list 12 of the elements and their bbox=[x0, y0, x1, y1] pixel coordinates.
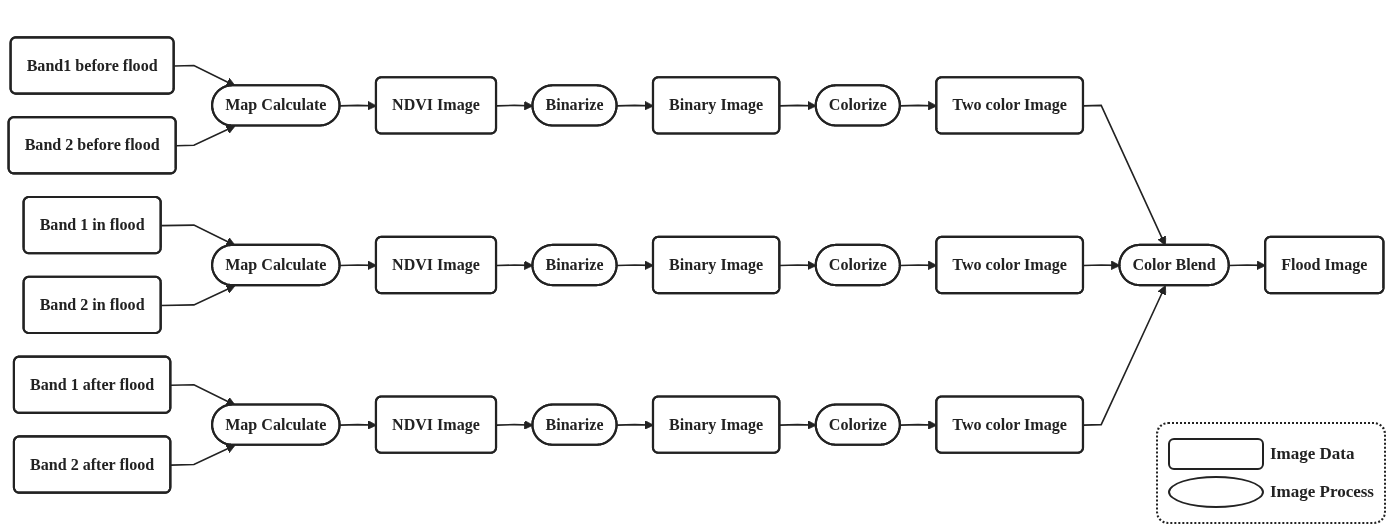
arrow bbox=[160, 224, 236, 246]
arrow bbox=[616, 260, 654, 270]
arrow bbox=[170, 444, 236, 466]
arrow bbox=[1082, 285, 1167, 426]
arrow bbox=[173, 64, 236, 87]
legend-label: Image Process bbox=[1269, 482, 1374, 502]
arrow bbox=[616, 420, 654, 430]
arrow bbox=[160, 284, 236, 307]
arrow bbox=[616, 100, 654, 111]
arrow bbox=[175, 125, 236, 147]
legend-label: Image Data bbox=[1269, 444, 1355, 464]
arrow bbox=[170, 383, 236, 406]
